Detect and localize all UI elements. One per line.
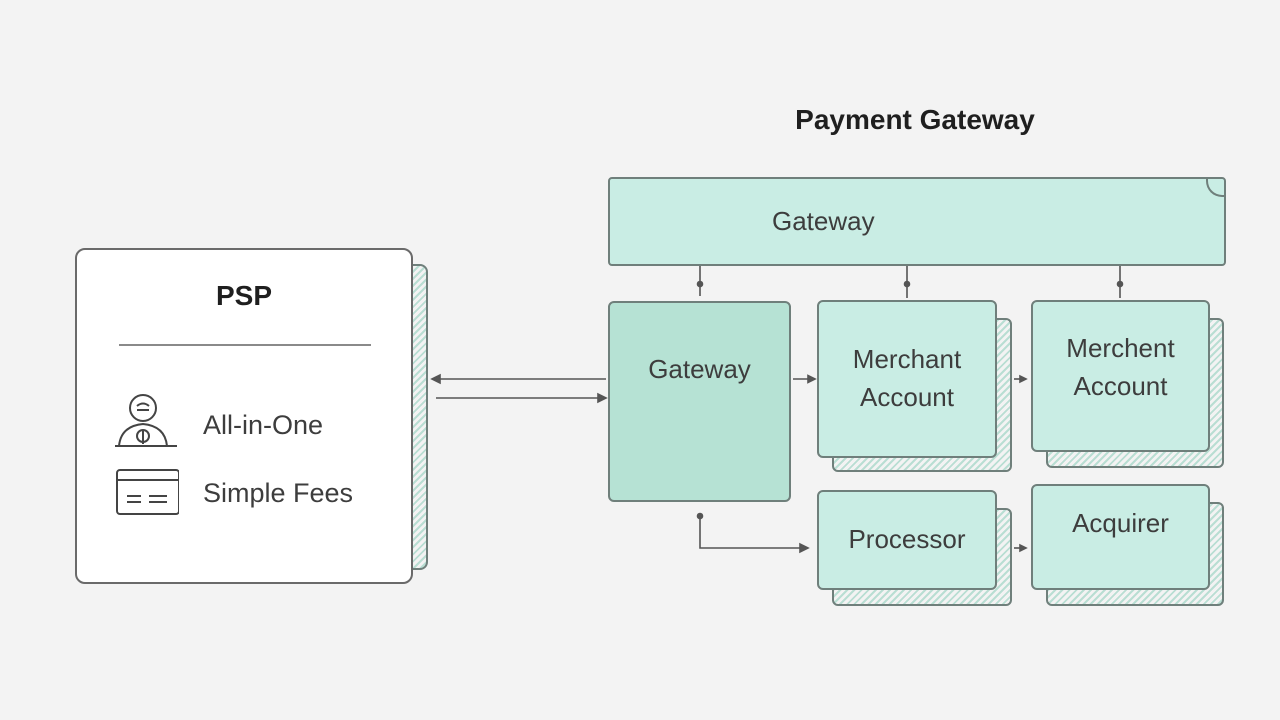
gateway-bar-label: Gateway [772, 206, 875, 236]
merchant-account-label: Merchant Account [852, 344, 962, 412]
card-icon [113, 466, 180, 521]
acquirer-node: Acquirer [1031, 484, 1210, 590]
arrowhead [1019, 543, 1028, 553]
feature-label: All-in-One [203, 410, 324, 440]
arrowhead [807, 374, 817, 384]
diagram-title: Payment Gateway [795, 104, 1035, 135]
connector-dot [696, 512, 704, 520]
acquirer-label: Acquirer [1072, 508, 1169, 539]
arrowhead [597, 392, 608, 404]
page-curl-decoration [1206, 177, 1226, 197]
feature-label: Simple Fees [203, 478, 354, 508]
arrowhead [799, 542, 810, 554]
gateway-bar: Gateway [608, 177, 1226, 266]
psp-title: PSP [215, 280, 273, 311]
merchant-account-node: Merchant Account [817, 300, 997, 458]
arrowhead [430, 373, 441, 385]
person-icon [113, 390, 179, 461]
arrowhead [1019, 374, 1028, 384]
connector-dot [903, 280, 911, 288]
connector-gateway-processor [699, 514, 800, 549]
psp-panel: PSP All-in-One [75, 248, 413, 584]
connector-dot [696, 280, 704, 288]
feature-simple-fees: Simple Fees [113, 466, 353, 521]
connector-dot [1116, 280, 1124, 288]
processor-node: Processor [817, 490, 997, 590]
merchant-account-label: Merchent Account [1066, 333, 1175, 401]
gateway-node-label: Gateway [648, 353, 751, 384]
feature-all-in-one: All-in-One [113, 390, 323, 461]
psp-divider [119, 344, 371, 346]
gateway-node: Gateway [608, 301, 791, 502]
processor-label: Processor [848, 524, 966, 555]
merchant-account-node: Merchent Account [1031, 300, 1210, 452]
